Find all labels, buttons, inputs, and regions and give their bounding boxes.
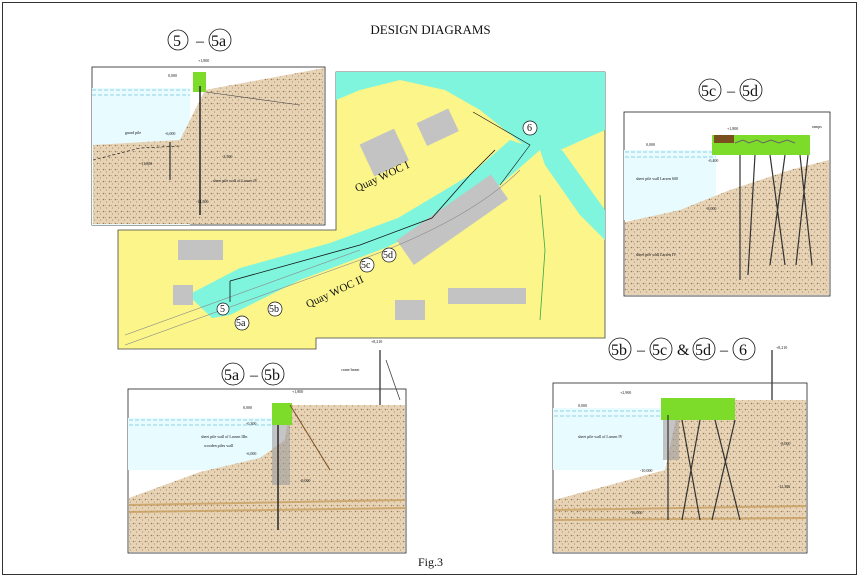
- deck: [712, 135, 810, 155]
- label: sheet pile wall Larsen 600: [636, 176, 678, 181]
- soil-body: [129, 405, 405, 552]
- map-water-upper: [336, 72, 605, 150]
- soil-body: [625, 160, 829, 295]
- section-title-5c-5d: 5c – 5d: [698, 78, 763, 102]
- label: ramps: [812, 124, 822, 129]
- label: wooden piles wall: [204, 443, 234, 448]
- soil-body: [93, 68, 324, 224]
- level: +1,800: [292, 389, 303, 395]
- site-map: Quay WOC I Quay WOC II 5 5a 5b 5c 5d 6: [117, 71, 606, 350]
- label: sheet pile wall of Larsen IV: [578, 434, 623, 439]
- label: sheet pile wall of Larsen IV: [213, 178, 258, 183]
- map-building: [448, 288, 526, 304]
- map-road: [124, 169, 521, 346]
- level: -8,000: [706, 206, 716, 212]
- level: -11,000: [140, 161, 152, 167]
- svg-text:5a: 5a: [224, 367, 239, 384]
- level: 0,000: [168, 73, 177, 79]
- level: +8,210: [776, 345, 787, 351]
- level: 0,000: [646, 142, 655, 148]
- level: +1,800: [727, 126, 738, 132]
- level: -8,000: [780, 441, 790, 447]
- svg-text:–: –: [726, 83, 736, 100]
- level: +2,900: [620, 390, 631, 396]
- level: 0,000: [578, 403, 587, 409]
- deck: [661, 398, 735, 420]
- point-6: 6: [527, 123, 532, 134]
- section-5-5a: guard pile sheet pile wall of Larsen IV …: [91, 58, 326, 226]
- svg-text:5b: 5b: [611, 342, 627, 359]
- level: +8,210: [371, 339, 382, 345]
- map-quay-line: [229, 149, 496, 302]
- label: guard pile: [125, 130, 141, 135]
- svg-text:–: –: [636, 342, 646, 359]
- page-title: DESIGN DIAGRAMS: [370, 22, 491, 37]
- svg-text:5: 5: [173, 33, 181, 50]
- section-title-5-5a: 5 – 5a: [167, 28, 232, 52]
- section-title-5a-5b: 5a – 5b: [221, 362, 285, 386]
- svg-text:5b: 5b: [264, 367, 280, 384]
- map-river: [540, 150, 605, 240]
- map-points: 5 5a 5b 5c 5d 6: [216, 120, 538, 331]
- map-building: [173, 285, 193, 305]
- point-5c: 5c: [361, 260, 371, 271]
- map-building: [395, 300, 425, 320]
- map-quay-basin: [188, 140, 540, 318]
- map-canal: [539, 194, 546, 321]
- point-5a: 5a: [236, 318, 246, 329]
- svg-text:&: &: [677, 342, 690, 359]
- map-building: [178, 240, 223, 260]
- svg-text:6: 6: [739, 342, 747, 359]
- svg-text:5c: 5c: [701, 83, 716, 100]
- svg-text:–: –: [719, 342, 729, 359]
- section-5a-5b: sheet pile wall of Larsen IIIn wooden pi…: [127, 339, 407, 554]
- label: crane beam: [341, 367, 360, 372]
- svg-text:–: –: [249, 367, 259, 384]
- section-5b-5c-5d-6: sheet pile wall of Larsen IV +2,900 0,00…: [552, 345, 808, 554]
- svg-text:5d: 5d: [695, 342, 711, 359]
- level: -11,300: [778, 484, 790, 490]
- svg-text:–: –: [195, 33, 205, 50]
- level: -0,300: [246, 421, 256, 427]
- label: sheet pile wall Larsen IV: [636, 252, 676, 257]
- level: -3,500: [222, 154, 232, 160]
- point-5b: 5b: [269, 304, 279, 315]
- svg-text:5c: 5c: [652, 342, 667, 359]
- soil-body: [554, 400, 806, 552]
- svg-text:5a: 5a: [211, 33, 226, 50]
- deck: [272, 403, 292, 425]
- map-dim: [472, 111, 531, 186]
- level: -6,000: [165, 131, 175, 137]
- map-building: [416, 108, 459, 146]
- point-5: 5: [220, 304, 225, 315]
- level: -6,000: [246, 451, 256, 457]
- svg-text:5d: 5d: [742, 83, 758, 100]
- level: -16,000: [630, 510, 642, 516]
- map-road: [124, 249, 361, 336]
- label: sheet pile wall of Larsen IIIn: [201, 434, 247, 439]
- level: -0,400: [708, 158, 718, 164]
- level: -9,000: [300, 478, 310, 484]
- section-title-5b-5c-5d-6: 5b – 5c & 5d – 6: [608, 337, 756, 361]
- level: -10,000: [640, 468, 652, 474]
- figure-caption: Fig.3: [417, 555, 443, 569]
- map-building: [396, 174, 509, 265]
- deck: [193, 72, 206, 92]
- level: -14,500: [196, 199, 208, 205]
- section-5c-5d: sheet pile wall Larsen 600 sheet pile wa…: [623, 111, 831, 297]
- level: +1,800: [198, 58, 209, 64]
- map-building: [359, 128, 409, 177]
- point-5d: 5d: [383, 250, 393, 261]
- level: 0,000: [243, 405, 252, 411]
